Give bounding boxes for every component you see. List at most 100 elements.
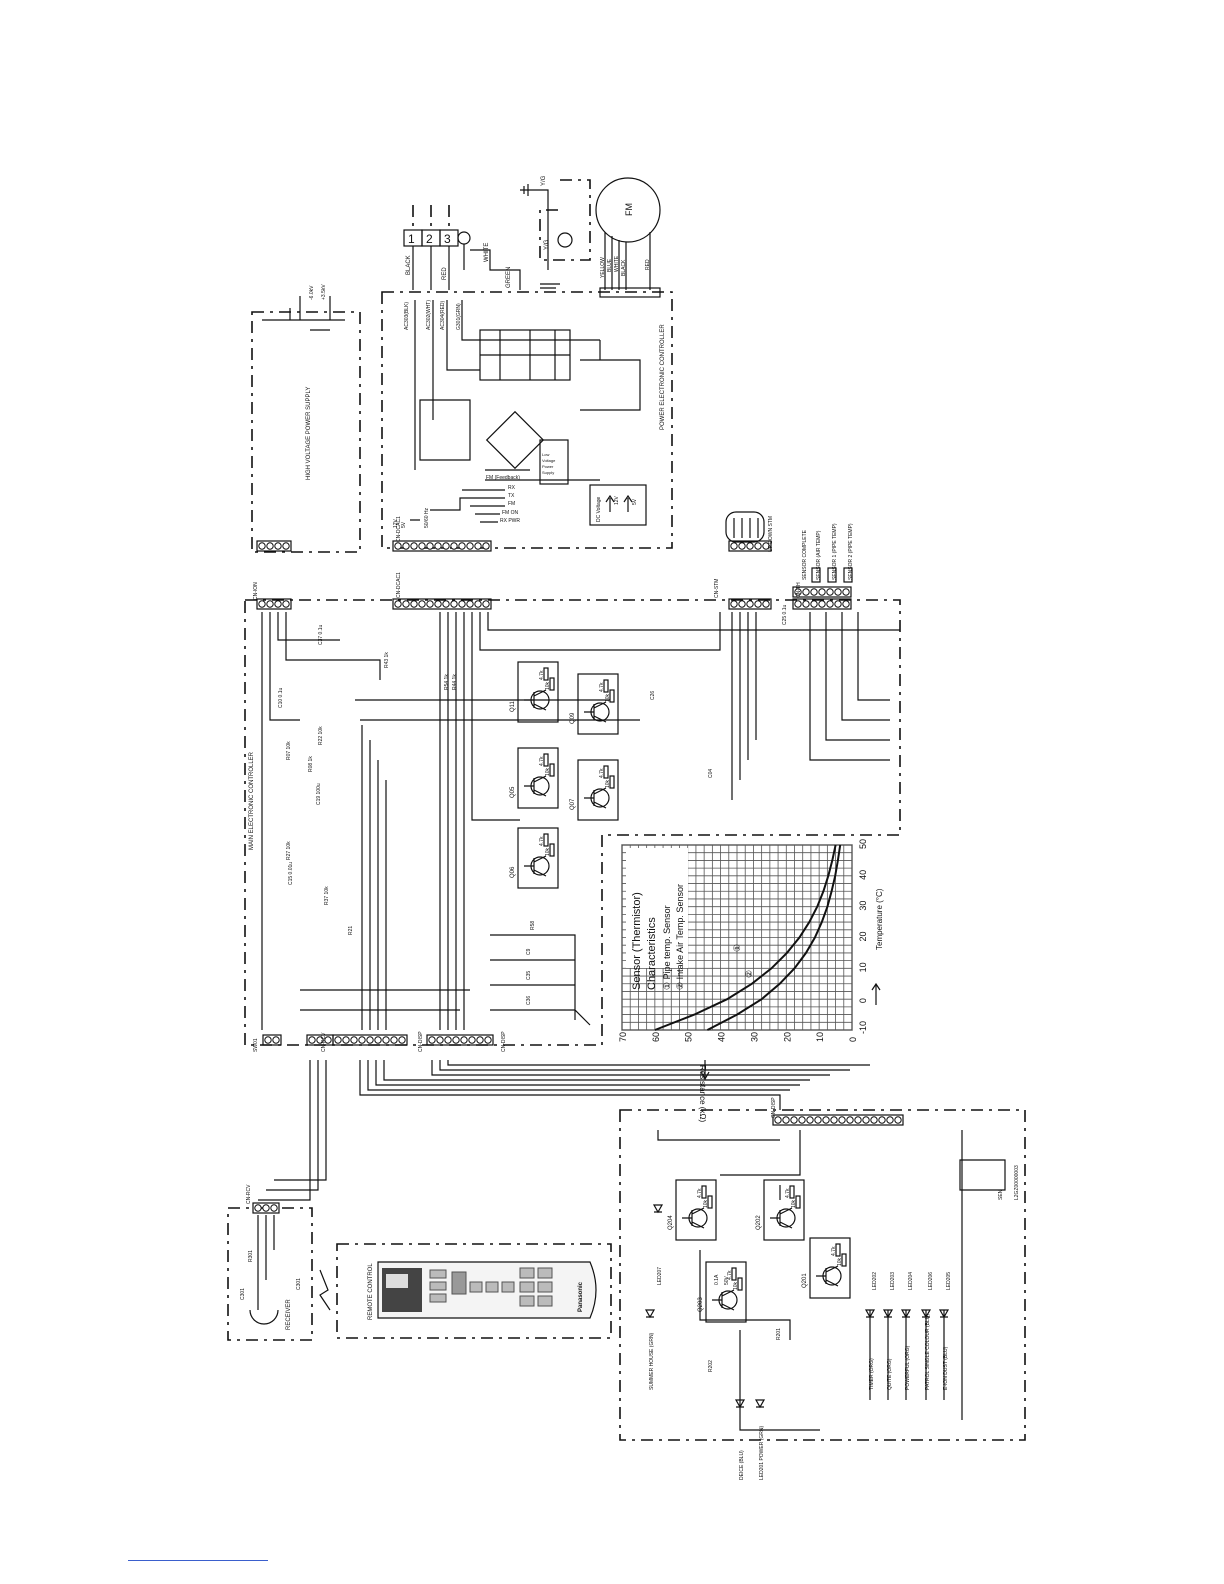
connector-pin — [458, 600, 466, 608]
sensor-label-pipe1: SENSOR 1 (PIPE TEMP) — [832, 523, 838, 580]
cn-disp-label: CN-DISP — [418, 1031, 424, 1052]
ac-input-red: AC304(RED) — [440, 300, 446, 330]
connector-housing — [792, 586, 852, 598]
connector-pin — [818, 588, 826, 596]
yg-label-1: Y/G — [541, 175, 547, 186]
rcv-connector — [252, 1202, 280, 1214]
cn-disp-label-2: CN-DISP — [501, 1031, 507, 1052]
connector-pin — [426, 600, 434, 608]
led-icon — [864, 1309, 876, 1319]
led-label: PATROL SINGLE COLOUR (BLU) — [925, 1314, 931, 1390]
lv-label-3: Power — [542, 464, 554, 469]
y-tick-label: 40 — [717, 1032, 727, 1042]
hv-supply-label: HIGH VOLTAGE POWER SUPPLY — [306, 387, 312, 480]
sensor-label-pipe2: SENSOR 2 (PIPE TEMP) — [848, 523, 854, 580]
connector-pin — [878, 1116, 886, 1124]
comp-r43: R43 1k — [384, 652, 390, 668]
connector-pin — [428, 1036, 436, 1044]
connector-pin — [754, 600, 762, 608]
led-label: SUMMER HOUSE (GRN) — [649, 1332, 655, 1390]
sig-rx: RX — [508, 485, 516, 491]
sig-tx: TX — [508, 493, 515, 499]
comp-part-no: L2GZ00000003 — [1014, 1165, 1020, 1200]
connector-pin — [426, 542, 434, 550]
connector-pin — [790, 1116, 798, 1124]
power-controller-block — [381, 291, 673, 549]
comp-r44: R44 1k — [452, 674, 458, 690]
lv-label-4: Supply — [542, 470, 554, 475]
sw-connector — [262, 1034, 282, 1046]
x-tick-label: 10 — [858, 962, 868, 972]
sw01-label: SW01 — [253, 1038, 259, 1052]
cn-rcv-label-2: CN-RCV — [246, 1184, 252, 1204]
sensor-label-complete: SENSOR COMPLETE — [802, 529, 808, 580]
display-block — [619, 1109, 1026, 1441]
connector-pin — [482, 542, 490, 550]
connector-pin — [794, 600, 802, 608]
connector-housing — [392, 540, 492, 552]
connector-pin — [390, 1036, 398, 1044]
power-controller-label: POWER ELECTRONIC CONTROLLER — [660, 324, 666, 430]
series-line-2 — [706, 844, 842, 1031]
connector-housing — [256, 598, 292, 610]
resistor-value-47k: 4.7k — [831, 1246, 837, 1256]
comp-r37: R37 10k — [324, 886, 330, 905]
cn-ion-label: CN-ION — [253, 582, 259, 600]
x-tick-label: 0 — [858, 998, 868, 1003]
connector-pin — [282, 600, 290, 608]
dc-legend-12v: 12V — [614, 495, 620, 505]
comp-c301: C301 — [296, 1278, 302, 1290]
chart-legend-1: ① Pipe temp. Sensor — [662, 905, 672, 990]
yg-label-2: Y/G — [544, 239, 550, 250]
footer-rule — [128, 1560, 268, 1561]
connector-pin — [308, 1036, 316, 1044]
wire-white-label: WHITE — [484, 243, 490, 262]
y-tick-label: 20 — [782, 1032, 792, 1042]
ir-signal-icon — [319, 1269, 331, 1311]
fm-wire-black: BLACK — [621, 259, 627, 276]
y-tick-label: 50 — [684, 1032, 694, 1042]
dc-legend-title: DC Voltage — [596, 496, 602, 522]
fan-motor: FM YELLOW BLUE WHITE BLACK RED — [595, 177, 661, 298]
resistor-value-10k: 10k — [545, 847, 551, 856]
dcac-connector — [392, 540, 492, 552]
transistor-label: Q06 — [510, 866, 516, 878]
connector-pin — [834, 588, 842, 596]
resistor-value-47k: 4.7k — [697, 1188, 703, 1198]
resistor-value-47k: 4.7k — [599, 768, 605, 778]
connector-pin — [474, 542, 482, 550]
comp-r22: R22 10k — [318, 726, 324, 745]
stepper-motor-icon — [725, 511, 765, 543]
comp-c35: C35 — [526, 971, 532, 980]
led-label: POWERFUL (ORG) — [905, 1345, 911, 1390]
led-label: QUITE (ORG) — [887, 1358, 893, 1390]
remote-brand: Panasonic — [578, 1281, 584, 1312]
sig-50-60hz: 50/60 Hz — [424, 507, 430, 528]
connector-pin — [484, 1036, 492, 1044]
comp-sen: SEN — [998, 1189, 1004, 1200]
connector-pin — [814, 1116, 822, 1124]
led-label: TIMER (ORG) — [869, 1358, 875, 1390]
transistor-label: Q05 — [510, 786, 516, 798]
connector-pin — [466, 542, 474, 550]
led-label: LED201 POWER (GRN) — [759, 1425, 765, 1480]
transistor-label: Q09 — [570, 712, 576, 724]
stepper-sensors: UP DOWN STM SENSOR COMPLETE SENSOR (AIR … — [725, 511, 854, 583]
sensor-label-air: SENSOR (AIR TEMP) — [816, 530, 822, 580]
hv-voltage-2: +3.5kV — [321, 284, 327, 300]
comp-c15: C15 0.01u — [288, 862, 294, 885]
connector-pin — [418, 600, 426, 608]
connector-pin — [846, 1116, 854, 1124]
fm-wire-yellow: YELLOW — [600, 257, 606, 278]
fm-feedback-label: FM (Feedback) — [486, 475, 520, 481]
connector-pin — [838, 1116, 846, 1124]
ground-symbol: Y/G Y/G — [520, 175, 591, 289]
connector-pin — [266, 542, 274, 550]
cn-dcac-label: CN-DCAC1 — [396, 572, 402, 598]
